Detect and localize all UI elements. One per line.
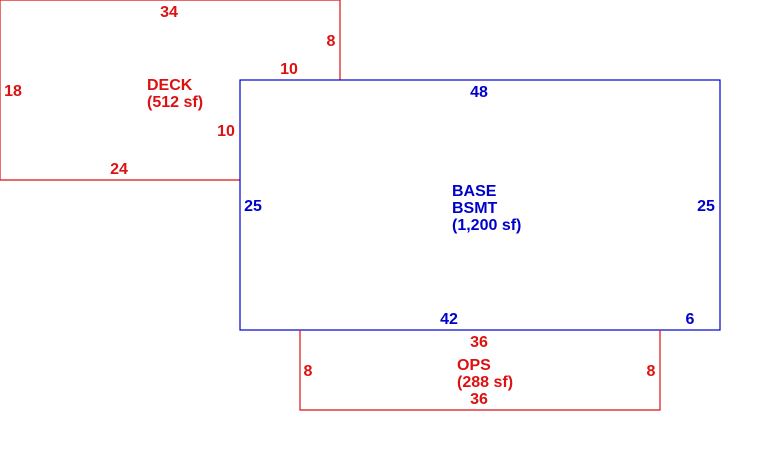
base-outline xyxy=(239,79,721,331)
ops-outline xyxy=(299,330,661,411)
deck-dim-bottom: 24 xyxy=(110,161,128,178)
deck-name: DECK xyxy=(147,77,193,94)
ops-area: (288 sf) xyxy=(457,374,513,391)
ops-dim-top: 36 xyxy=(470,334,488,351)
base-dim-top: 48 xyxy=(470,84,488,101)
ops-dim-left: 8 xyxy=(304,363,313,380)
base-name-line1: BASE xyxy=(452,183,497,200)
base-dim-bottom-right: 6 xyxy=(686,311,695,328)
deck-dim-step-top: 10 xyxy=(280,61,298,78)
deck-dim-step-side: 10 xyxy=(217,123,235,140)
deck-dim-top: 34 xyxy=(160,4,178,21)
deck-outline xyxy=(0,0,341,181)
base-name-line2: BSMT xyxy=(452,200,498,217)
ops-dim-right: 8 xyxy=(647,363,656,380)
base-area: (1,200 sf) xyxy=(452,217,521,234)
deck-area: (512 sf) xyxy=(147,94,203,111)
ops-dim-bottom: 36 xyxy=(470,391,488,408)
deck-dim-left: 18 xyxy=(4,83,22,100)
deck-dim-right-upper: 8 xyxy=(327,33,336,50)
base-dim-right: 25 xyxy=(697,198,715,215)
base-dim-left: 25 xyxy=(244,198,262,215)
ops-name: OPS xyxy=(457,357,491,374)
base-dim-bottom: 42 xyxy=(440,311,458,328)
